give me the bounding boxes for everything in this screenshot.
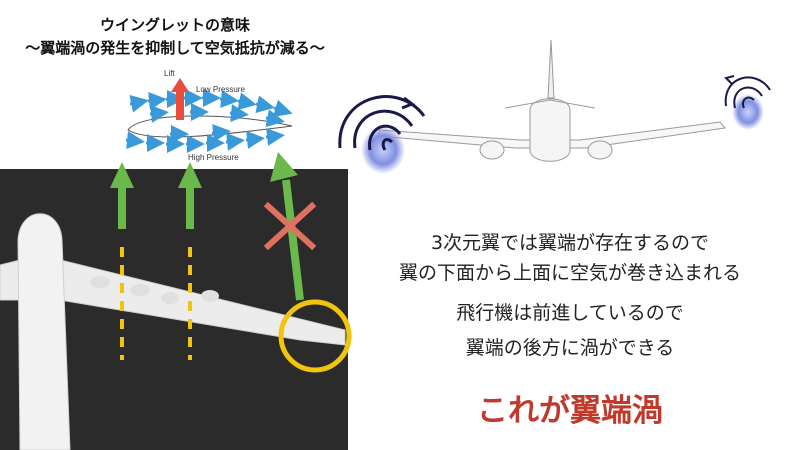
explanation-line-3: 飛行機は前進しているので — [456, 302, 684, 324]
rear-engine — [587, 140, 613, 160]
airfoil-diagram: Lift Low Pressure High Pressure — [125, 69, 293, 162]
low-pressure-label: Low Pressure — [196, 85, 245, 94]
engine-nacelle — [90, 276, 110, 288]
explanation-line-4: 翼端の後方に渦ができる — [465, 337, 675, 359]
lift-arrow — [171, 78, 189, 120]
rear-fuselage — [529, 98, 571, 162]
engine-nacelle — [130, 284, 150, 296]
engine-nacelle — [161, 292, 179, 304]
aircraft-top-view — [0, 213, 346, 450]
lower-flow-arrows — [125, 123, 285, 153]
lift-label: Lift — [164, 69, 175, 78]
dashed-reference-lines — [120, 247, 192, 360]
upper-flow-arrows — [129, 89, 293, 128]
wingtip-vortex-left — [338, 95, 426, 174]
high-pressure-label: High Pressure — [188, 153, 239, 162]
slide-title: ウイングレットの意味 — [99, 16, 250, 34]
rear-tail-fin — [547, 39, 555, 99]
wingtip-vortex-right — [724, 75, 771, 130]
aircraft-fuselage — [17, 213, 71, 450]
cross-mark — [263, 201, 317, 251]
wingtip-highlight-circle — [278, 299, 352, 373]
aircraft-rear-view — [377, 39, 726, 162]
slide-subtitle: 〜翼端渦の発生を抑制して空気抵抗が減る〜 — [25, 39, 325, 57]
green-flow-arrows — [110, 152, 304, 301]
explanation-line-2: 翼の下面から上面に空気が巻き込まれる — [398, 262, 741, 284]
conclusion-heading: これが翼端渦 — [477, 393, 663, 429]
rear-stabilizer — [504, 99, 596, 109]
explanation-line-1: 3次元翼では翼端が存在するので — [430, 232, 710, 254]
rear-engine — [479, 140, 505, 160]
engine-nacelle — [201, 290, 219, 302]
